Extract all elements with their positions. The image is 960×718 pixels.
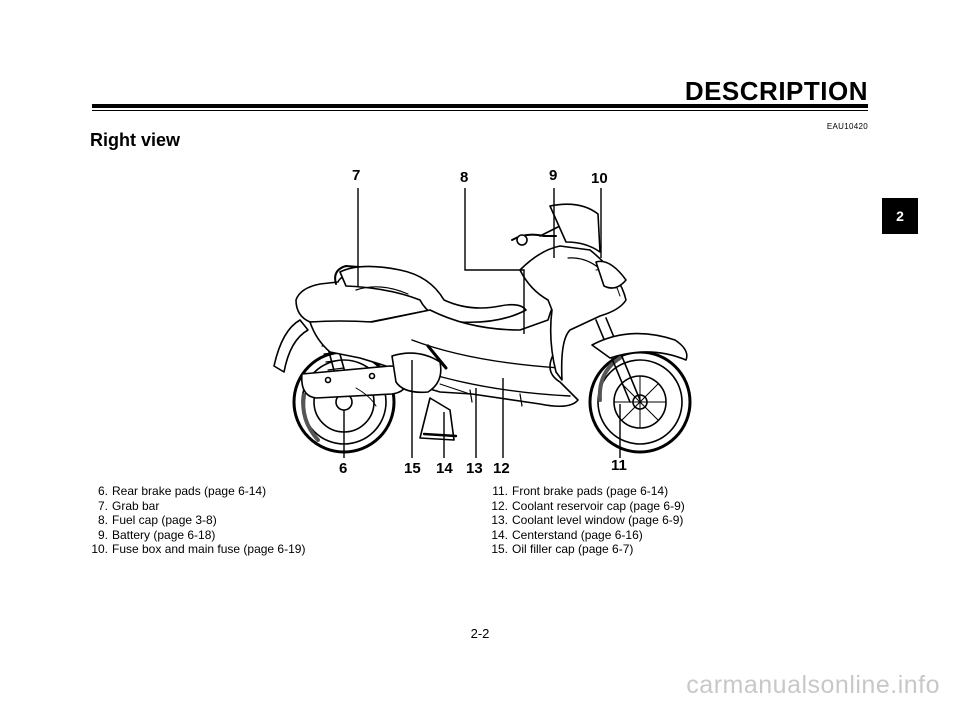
legend-item: 13.Coolant level window (page 6-9) <box>491 513 684 527</box>
callout-14: 14 <box>436 460 453 477</box>
leader-lines <box>343 188 621 458</box>
callout-11: 11 <box>611 457 627 474</box>
legend-item: 12.Coolant reservoir cap (page 6-9) <box>491 498 685 513</box>
callout-7: 7 <box>352 167 360 184</box>
header-rule-thin <box>92 110 868 111</box>
legend-item: 6.Rear brake pads (page 6-14) <box>97 484 267 498</box>
legend-item: 8.Fuel cap (page 3-8) <box>97 513 217 527</box>
legend-right: 11.Front brake pads (page 6-14) 12.Coola… <box>478 484 838 557</box>
header-rule-thick <box>92 104 868 108</box>
callout-10: 10 <box>591 170 608 187</box>
legend-left: 6.Rear brake pads (page 6-14) 7.Grab bar… <box>78 484 438 557</box>
page-header-title: DESCRIPTION <box>684 76 868 106</box>
legend-item: 9.Battery (page 6-18) <box>97 527 216 542</box>
centerstand <box>419 397 458 441</box>
callout-8: 8 <box>460 169 468 186</box>
callout-6: 6 <box>339 460 347 477</box>
section-title: Right view <box>90 130 181 150</box>
document-code: EAU10420 <box>826 122 868 131</box>
exhaust <box>300 365 407 399</box>
legend-item: 14.Centerstand (page 6-16) <box>491 527 643 542</box>
watermark: carmanualsonline.info <box>686 671 940 699</box>
page-number: 2-2 <box>470 626 490 641</box>
legend-item: 7.Grab bar <box>97 498 160 513</box>
front-fork <box>591 317 688 403</box>
callout-15: 15 <box>404 460 421 477</box>
legend-item: 10.Fuse box and main fuse (page 6-19) <box>91 542 306 556</box>
legend-item: 15.Oil filler cap (page 6-7) <box>491 542 634 556</box>
front-wheel <box>588 350 692 454</box>
callout-12: 12 <box>493 460 510 477</box>
callout-13: 13 <box>466 460 483 477</box>
legend-item: 11.Front brake pads (page 6-14) <box>492 484 669 498</box>
callout-9: 9 <box>549 167 557 184</box>
chapter-tab[interactable]: 2 <box>882 198 918 234</box>
